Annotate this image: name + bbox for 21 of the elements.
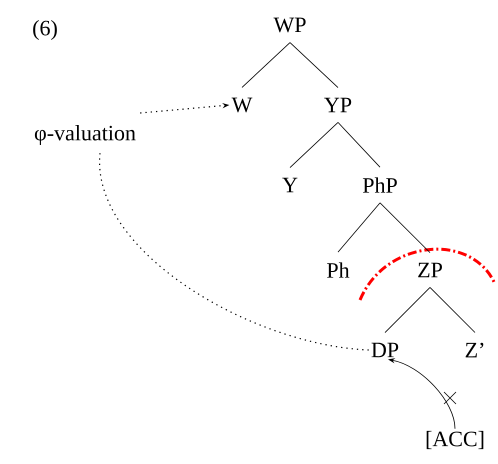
tree-branch — [242, 42, 290, 88]
tree-label: Y — [282, 178, 298, 192]
tree-label: [ACC] — [426, 430, 484, 450]
tree-label: φ-valuation — [34, 125, 136, 145]
tree-branch — [384, 287, 430, 333]
dotted-line — [99, 153, 369, 351]
tree-label: Ph — [327, 262, 350, 278]
tree-branch — [290, 122, 338, 168]
tree-branch — [290, 42, 338, 88]
tree-label: W — [232, 98, 252, 112]
tree-label: PhP — [362, 177, 397, 193]
tree-label: YP — [324, 98, 352, 112]
tree-label: WP — [274, 18, 306, 32]
tree-branch — [338, 122, 380, 168]
tree-branch — [430, 287, 476, 333]
example-number: (6) — [33, 20, 57, 40]
tree-label: Z’ — [466, 342, 484, 358]
tree-branch — [380, 202, 430, 253]
tree-label: ZP — [418, 262, 442, 278]
tree-label: DP — [372, 342, 398, 358]
tree-branch — [338, 202, 380, 253]
